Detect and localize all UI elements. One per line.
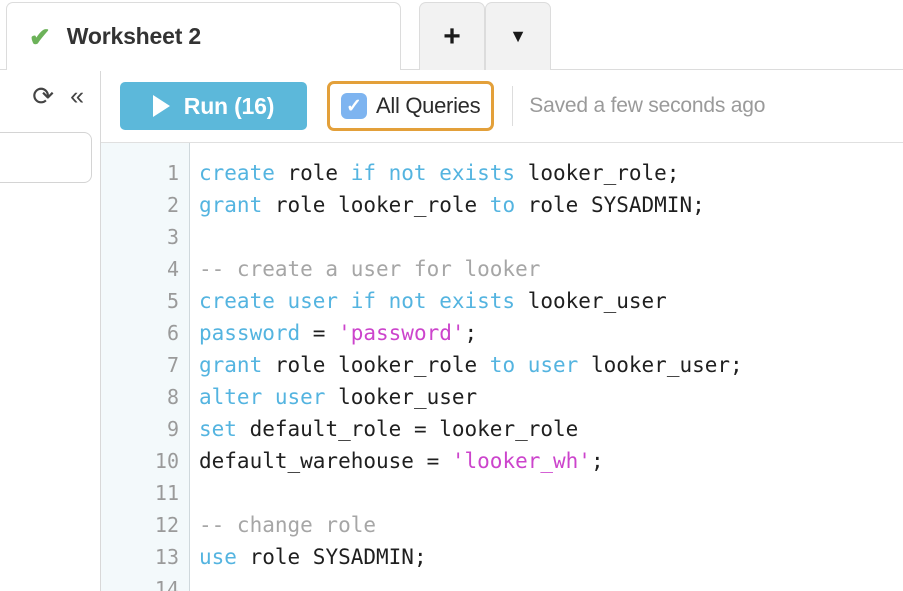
code-token-kw: if not exists	[350, 161, 516, 185]
line-number: 8	[166, 385, 179, 409]
line-number: 2	[166, 193, 179, 217]
code-line[interactable]: -- change role	[199, 509, 903, 541]
new-worksheet-button[interactable]: +	[419, 2, 485, 70]
code-token-kw: to user	[489, 353, 579, 377]
code-token-pl: default_role = looker_role	[236, 417, 579, 441]
code-token-kw: set	[199, 417, 237, 441]
chevron-down-icon: ▼	[509, 26, 527, 46]
checkmark-icon: ✓	[346, 95, 362, 117]
code-line[interactable]: grant role looker_role to role SYSADMIN;	[199, 189, 903, 221]
line-number: 9	[166, 417, 179, 441]
code-token-pl: default_warehouse =	[199, 449, 452, 473]
search-input[interactable]	[0, 132, 92, 183]
line-number: 5	[166, 289, 179, 313]
code-line[interactable]: set default_role = looker_role	[199, 413, 903, 445]
code-token-pl: looker_user	[325, 385, 478, 409]
code-line[interactable]: create user if not exists looker_user	[199, 285, 903, 317]
refresh-icon[interactable]: ⟳	[32, 81, 55, 111]
line-number: 13	[154, 545, 179, 569]
code-token-kw: alter user	[199, 385, 326, 409]
plus-icon: +	[443, 19, 461, 53]
line-number: 1	[166, 161, 179, 185]
code-token-str: 'looker_wh'	[451, 449, 591, 473]
code-line[interactable]	[199, 477, 903, 509]
code-token-pl: looker_user	[515, 289, 667, 313]
code-token-pl: role looker_role	[262, 353, 490, 377]
code-line[interactable]: grant role looker_role to user looker_us…	[199, 349, 903, 381]
code-token-kw: to	[489, 193, 516, 217]
code-token-pl: =	[300, 321, 339, 345]
all-queries-label: All Queries	[376, 93, 481, 118]
workspace: ⟳ « Run (16) ✓ All Queries Saved a few s…	[0, 70, 903, 591]
code-area[interactable]: create role if not exists looker_role;gr…	[190, 143, 903, 591]
code-token-cmt: -- change role	[199, 513, 377, 537]
run-button[interactable]: Run (16)	[120, 82, 307, 130]
saved-status-text: Saved a few seconds ago	[529, 94, 766, 117]
code-line[interactable]: password = 'password';	[199, 317, 903, 349]
run-button-label: Run (16)	[183, 92, 275, 119]
all-queries-checkbox[interactable]: ✓ All Queries	[327, 81, 495, 131]
checkbox-box: ✓	[341, 93, 367, 119]
tab-worksheet-2[interactable]: ✔ Worksheet 2	[6, 2, 401, 71]
main-pane: Run (16) ✓ All Queries Saved a few secon…	[101, 70, 903, 591]
line-number: 3	[166, 225, 179, 249]
collapse-left-icon[interactable]: «	[70, 81, 84, 110]
code-token-kw: password	[199, 321, 301, 345]
code-token-pl: role SYSADMIN;	[515, 193, 705, 217]
line-number: 7	[166, 353, 179, 377]
play-icon	[152, 95, 170, 117]
line-number: 10	[154, 449, 179, 473]
code-token-pl: looker_user;	[578, 353, 743, 377]
code-token-kw: grant	[199, 193, 263, 217]
code-line[interactable]: default_warehouse = 'looker_wh';	[199, 445, 903, 477]
code-token-kw: create user if not exists	[199, 289, 516, 313]
line-number: 14	[154, 577, 179, 591]
line-number: 12	[154, 513, 179, 537]
code-token-pl: ;	[464, 321, 478, 345]
check-icon: ✔	[29, 21, 51, 52]
left-rail-actions: ⟳ «	[0, 70, 100, 111]
code-token-pl: role	[274, 161, 351, 185]
line-number: 4	[166, 257, 179, 281]
line-number: 6	[166, 321, 179, 345]
code-token-cmt: -- create a user for looker	[199, 257, 541, 281]
toolbar-divider	[512, 86, 514, 126]
code-token-pl: ;	[590, 449, 604, 473]
worksheet-tab-bar: ✔ Worksheet 2 + ▼	[0, 0, 903, 71]
code-token-pl: role SYSADMIN;	[236, 545, 427, 569]
code-token-pl: looker_role;	[515, 161, 680, 185]
code-token-str: 'password'	[338, 321, 465, 345]
code-line[interactable]: create role if not exists looker_role;	[199, 157, 903, 189]
code-token-kw: use	[199, 545, 237, 569]
editor-toolbar: Run (16) ✓ All Queries Saved a few secon…	[101, 70, 903, 143]
left-rail: ⟳ «	[0, 70, 101, 591]
code-line[interactable]: -- create a user for looker	[199, 253, 903, 285]
code-token-kw: create	[199, 161, 275, 185]
tab-worksheet-2-label: Worksheet 2	[66, 23, 201, 49]
code-line[interactable]: alter user looker_user	[199, 381, 903, 413]
code-token-pl: role looker_role	[262, 193, 490, 217]
line-number: 11	[154, 481, 179, 505]
code-line[interactable]	[199, 221, 903, 253]
code-token-kw: grant	[199, 353, 263, 377]
code-line[interactable]	[199, 573, 903, 591]
worksheet-menu-button[interactable]: ▼	[485, 2, 551, 70]
code-line[interactable]: use role SYSADMIN;	[199, 541, 903, 573]
